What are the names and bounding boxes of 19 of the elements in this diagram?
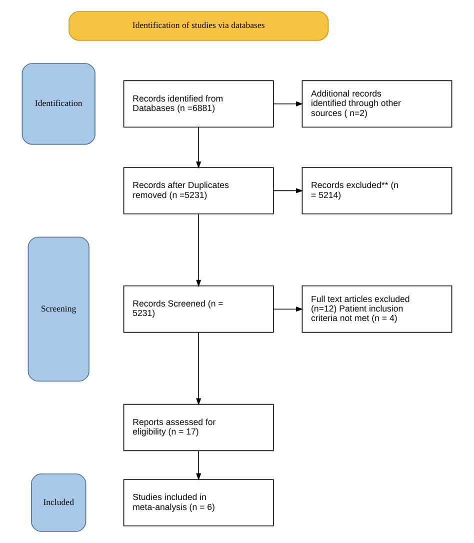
arrow: [273, 188, 304, 194]
node-box: Full text articles excluded (n=12) Patient inclusion criteria not met (n = 4): [302, 286, 452, 333]
node-box: Records Screened (n = 5231): [123, 286, 274, 333]
arrow: [196, 126, 202, 169]
arrow: [196, 332, 202, 406]
node-box: Reports assessed for eligibility (n = 17): [123, 404, 274, 452]
node-box: Additional records identified through other sources ( n=2): [302, 80, 452, 128]
node-box: Included: [31, 474, 86, 532]
node-box: Identification: [22, 63, 96, 145]
arrow: [196, 450, 202, 481]
node-box: Studies included in meta-analysis (n = 6): [123, 479, 274, 526]
arrow: [196, 214, 202, 288]
node-box: Records identified from Databases (n =6881): [123, 80, 274, 128]
node-box: Records after Duplicates removed (n =5231): [123, 167, 274, 214]
arrow: [273, 306, 304, 312]
arrow: [273, 101, 304, 106]
node-box: Screening: [28, 236, 90, 382]
node-box: Records excluded** (n = 5214): [302, 167, 452, 214]
node-box: Identification of studies via databases: [68, 11, 329, 41]
